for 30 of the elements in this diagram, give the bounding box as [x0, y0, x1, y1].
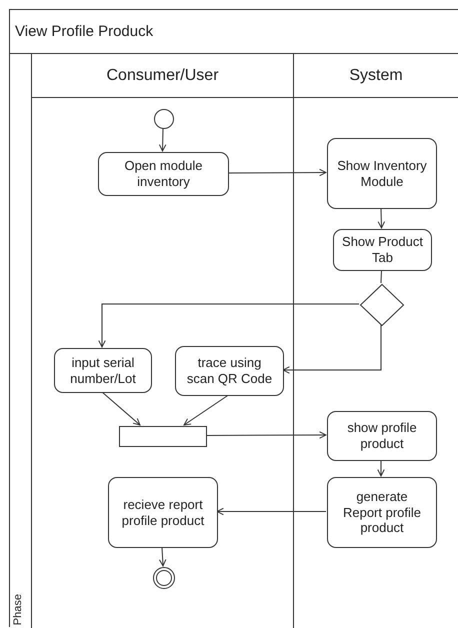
lane-title: System [294, 54, 458, 98]
action-box: Show Product Tab [333, 229, 432, 271]
arrow [98, 304, 360, 348]
phase-label: Phase [12, 594, 24, 625]
start-node [154, 109, 174, 129]
arrow [206, 431, 326, 439]
arrow [158, 128, 166, 152]
action-box: recieve report profile product [108, 477, 218, 548]
decision-diamond [360, 284, 404, 326]
action-box: show profile product [327, 411, 437, 461]
action-box: input serial number/Lot [54, 348, 152, 393]
frame-label: View Profile Produck [10, 10, 458, 54]
arrow [378, 208, 386, 228]
arrow [159, 546, 166, 566]
arrow [216, 508, 326, 516]
arrow [228, 168, 326, 176]
end-node [153, 567, 175, 589]
phase-band [10, 54, 32, 628]
arrow [102, 392, 140, 426]
diagram-frame [9, 9, 458, 627]
action-box: Open module inventory [98, 152, 229, 196]
action-box: Show Inventory Module [327, 138, 437, 209]
action-box: generate Report profile product [327, 477, 437, 548]
arrow [377, 460, 385, 476]
join-bar [119, 426, 207, 447]
action-box: trace using scan QR Code [175, 346, 284, 396]
arrow [184, 394, 229, 426]
swimlane [32, 54, 294, 628]
arrow [282, 324, 382, 374]
lane-title: Consumer/User [32, 54, 293, 98]
